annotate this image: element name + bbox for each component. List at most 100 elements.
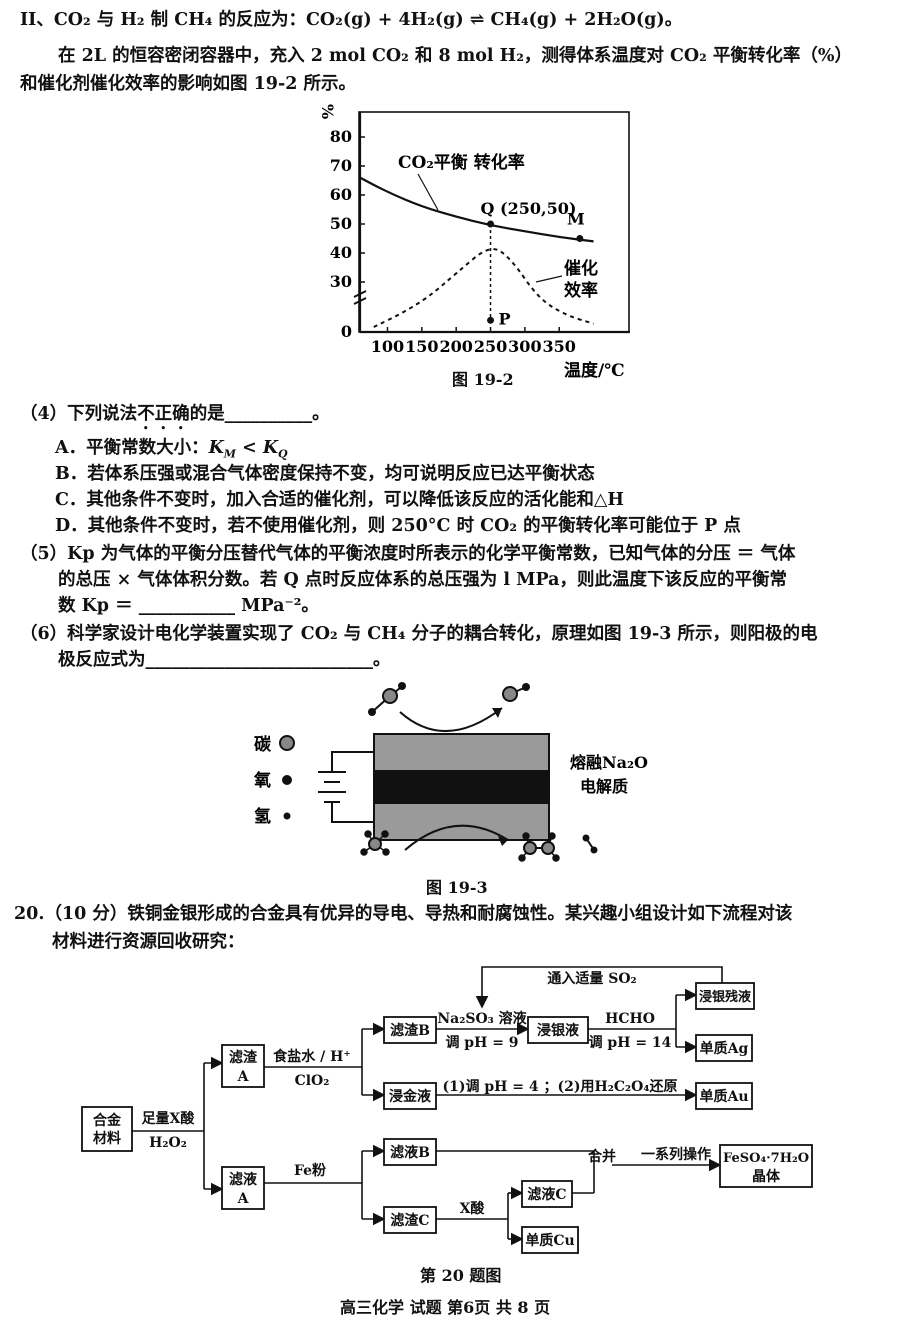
x-tick-label: 350: [543, 337, 576, 356]
top-reaction-arrow: [399, 707, 503, 732]
x-tick-label: 150: [405, 337, 438, 356]
silver-leach-label: 浸银液: [537, 1022, 580, 1039]
gold-product-box: [695, 1082, 753, 1110]
x-acid-label: X酸: [460, 1200, 486, 1217]
q20-line-2: 材料进行资源回收研究：: [52, 932, 245, 952]
y-axis-unit: %: [318, 104, 337, 119]
copper-product-box: [521, 1226, 579, 1254]
co-molecule-out: [502, 683, 530, 702]
x-tick-label: 200: [439, 337, 472, 356]
silver-residue-label: 浸银残液: [699, 989, 751, 1005]
silver-product-label: 单质Ag: [700, 1040, 749, 1057]
legend-carbon-label: 碳: [254, 734, 272, 755]
so2-label: 通入适量 SO₂: [547, 970, 636, 987]
operations-label: 一系列操作: [641, 1146, 711, 1163]
legend-hydrogen-atom: [283, 812, 291, 820]
point-label-m: M: [567, 210, 585, 229]
part2-line-1: II、CO₂ 与 H₂ 制 CH₄ 的反应为：CO₂(g) + 4H₂(g) ⇌…: [20, 10, 683, 30]
salt-acid-label: 食盐水 / H⁺: [273, 1048, 350, 1065]
filtrate-a-box: [221, 1166, 265, 1210]
q4-stem-pre: （4）下列说法: [20, 404, 138, 424]
point-label-p: P: [499, 309, 511, 328]
legend-carbon-atom: [279, 735, 295, 751]
ph9-label: 调 pH = 9: [445, 1035, 518, 1051]
fe-powder-label: Fe粉: [294, 1162, 326, 1179]
electrolyte-label-2: 电解质: [580, 777, 628, 796]
y-tick-label: 40: [330, 243, 352, 262]
q4-stem-emphasis: 不正确: [137, 404, 190, 424]
q4-option-c: C．其他条件不变时，加入合适的催化剂，可以降低该反应的活化能和△H: [55, 490, 624, 510]
plot-frame: [358, 111, 630, 333]
h2-molecule-out: [582, 834, 598, 854]
y-tick-label: 80: [330, 127, 352, 146]
q4-option-d: D．其他条件不变时，若不使用催化剂，则 250°C 时 CO₂ 的平衡转化率可能…: [55, 516, 741, 536]
bottom-arrow-head: [498, 836, 508, 846]
bottom-reaction-arrow: [404, 824, 509, 851]
q4-stem-post: 的是__________。: [189, 404, 330, 424]
alloy-box: [81, 1106, 133, 1152]
clo2-label: ClO₂: [295, 1073, 330, 1089]
q4-option-a-text: A．平衡常数大小：: [55, 438, 209, 458]
q5-line-3: 数 Kp ＝ ___________ MPa⁻²。: [58, 596, 319, 616]
co2-conversion-curve: [359, 176, 594, 243]
residue-b-label: 滤渣B: [390, 1022, 430, 1039]
product-label-2: 晶体: [752, 1168, 781, 1185]
part2-line-3: 和催化剂催化效率的影响如图 19-2 所示。: [20, 74, 356, 94]
residue-c-label: 滤渣C: [390, 1212, 429, 1229]
c2h6-molecule-out: [518, 832, 560, 862]
point-m: [576, 235, 584, 242]
x-tick-label: 250: [474, 337, 507, 356]
catalyst-label-pointer: [535, 275, 563, 283]
electrolyte-label-1: 熔融Na₂O: [570, 753, 648, 772]
catalyst-label-2: 效率: [564, 280, 598, 301]
filtrate-c-label: 滤液C: [527, 1186, 566, 1203]
x-tick-label: 100: [371, 337, 404, 356]
axis-break-mark-2: [353, 297, 367, 305]
filtrate-c-box: [521, 1180, 573, 1208]
filtrate-a-label-2: A: [237, 1191, 250, 1207]
catalyst-label-1: 催化: [564, 258, 598, 279]
conversion-label-pointer: [417, 173, 439, 211]
hcho-label: HCHO: [605, 1011, 655, 1027]
filtrate-a-label-1: 滤液: [229, 1171, 258, 1188]
merge-label: 合并: [588, 1148, 616, 1165]
page-footer: 高三化学 试题 第6页 共 8 页: [340, 1298, 551, 1317]
figure-19-3-diagram: 碳 氧 氢 熔融Na₂O 电解质: [253, 682, 648, 862]
residue-a-label-2: A: [237, 1069, 250, 1085]
q6-line-2: 极反应式为__________________________。: [58, 650, 391, 670]
point-label-q: Q (250,50): [481, 199, 577, 218]
q20-line-1: 20.（10 分）铁铜金银形成的合金具有优异的导电、导热和耐腐蚀性。某兴趣小组设…: [14, 904, 793, 924]
y-tick-label: 50: [330, 214, 352, 233]
x-tick-label: 300: [508, 337, 541, 356]
q4-stem: （4）下列说法不正确的是__________。: [20, 402, 330, 434]
figure-19-2-caption: 图 19-2: [452, 370, 514, 389]
copper-product-label: 单质Cu: [525, 1232, 574, 1249]
na2so3-label: Na₂SO₃ 溶液: [437, 1010, 527, 1027]
q4-option-a: A．平衡常数大小：KM < KQ: [55, 436, 288, 467]
gold-leach-label: 浸金液: [389, 1088, 432, 1105]
alloy-label-2: 材料: [93, 1130, 121, 1147]
top-arrow-head: [492, 708, 502, 718]
residue-a-box: [221, 1044, 265, 1088]
ch4-molecule-in: [360, 830, 390, 856]
silver-leach-box: [527, 1016, 589, 1044]
power-source: [318, 751, 374, 823]
h2o2-label: H₂O₂: [149, 1135, 187, 1151]
q4-option-a-math: KM < KQ: [208, 438, 288, 461]
q5-line-1: （5）Kp 为气体的平衡分压替代气体的平衡浓度时所表示的化学平衡常数，已知气体的…: [20, 544, 796, 564]
co2-molecule-in: [368, 682, 406, 716]
residue-a-label-1: 滤渣: [229, 1049, 258, 1066]
y-tick-label: 60: [330, 185, 352, 204]
catalyst-efficiency-curve: [373, 248, 594, 328]
ph14-label: 调 pH = 14: [589, 1035, 672, 1051]
acid-label: 足量X酸: [142, 1110, 196, 1127]
figure-20-caption: 第 20 题图: [420, 1266, 502, 1285]
conversion-label: CO₂平衡 转化率: [398, 152, 525, 173]
gold-step-label: (1)调 pH = 4 ；(2)用H₂C₂O₄还原: [443, 1078, 678, 1095]
residue-c-box: [383, 1206, 437, 1234]
electrolyte-layer: [374, 770, 549, 804]
figure-19-3-caption: 图 19-3: [426, 878, 488, 897]
gold-product-label: 单质Au: [699, 1088, 748, 1105]
legend-oxygen-label: 氧: [253, 770, 271, 791]
